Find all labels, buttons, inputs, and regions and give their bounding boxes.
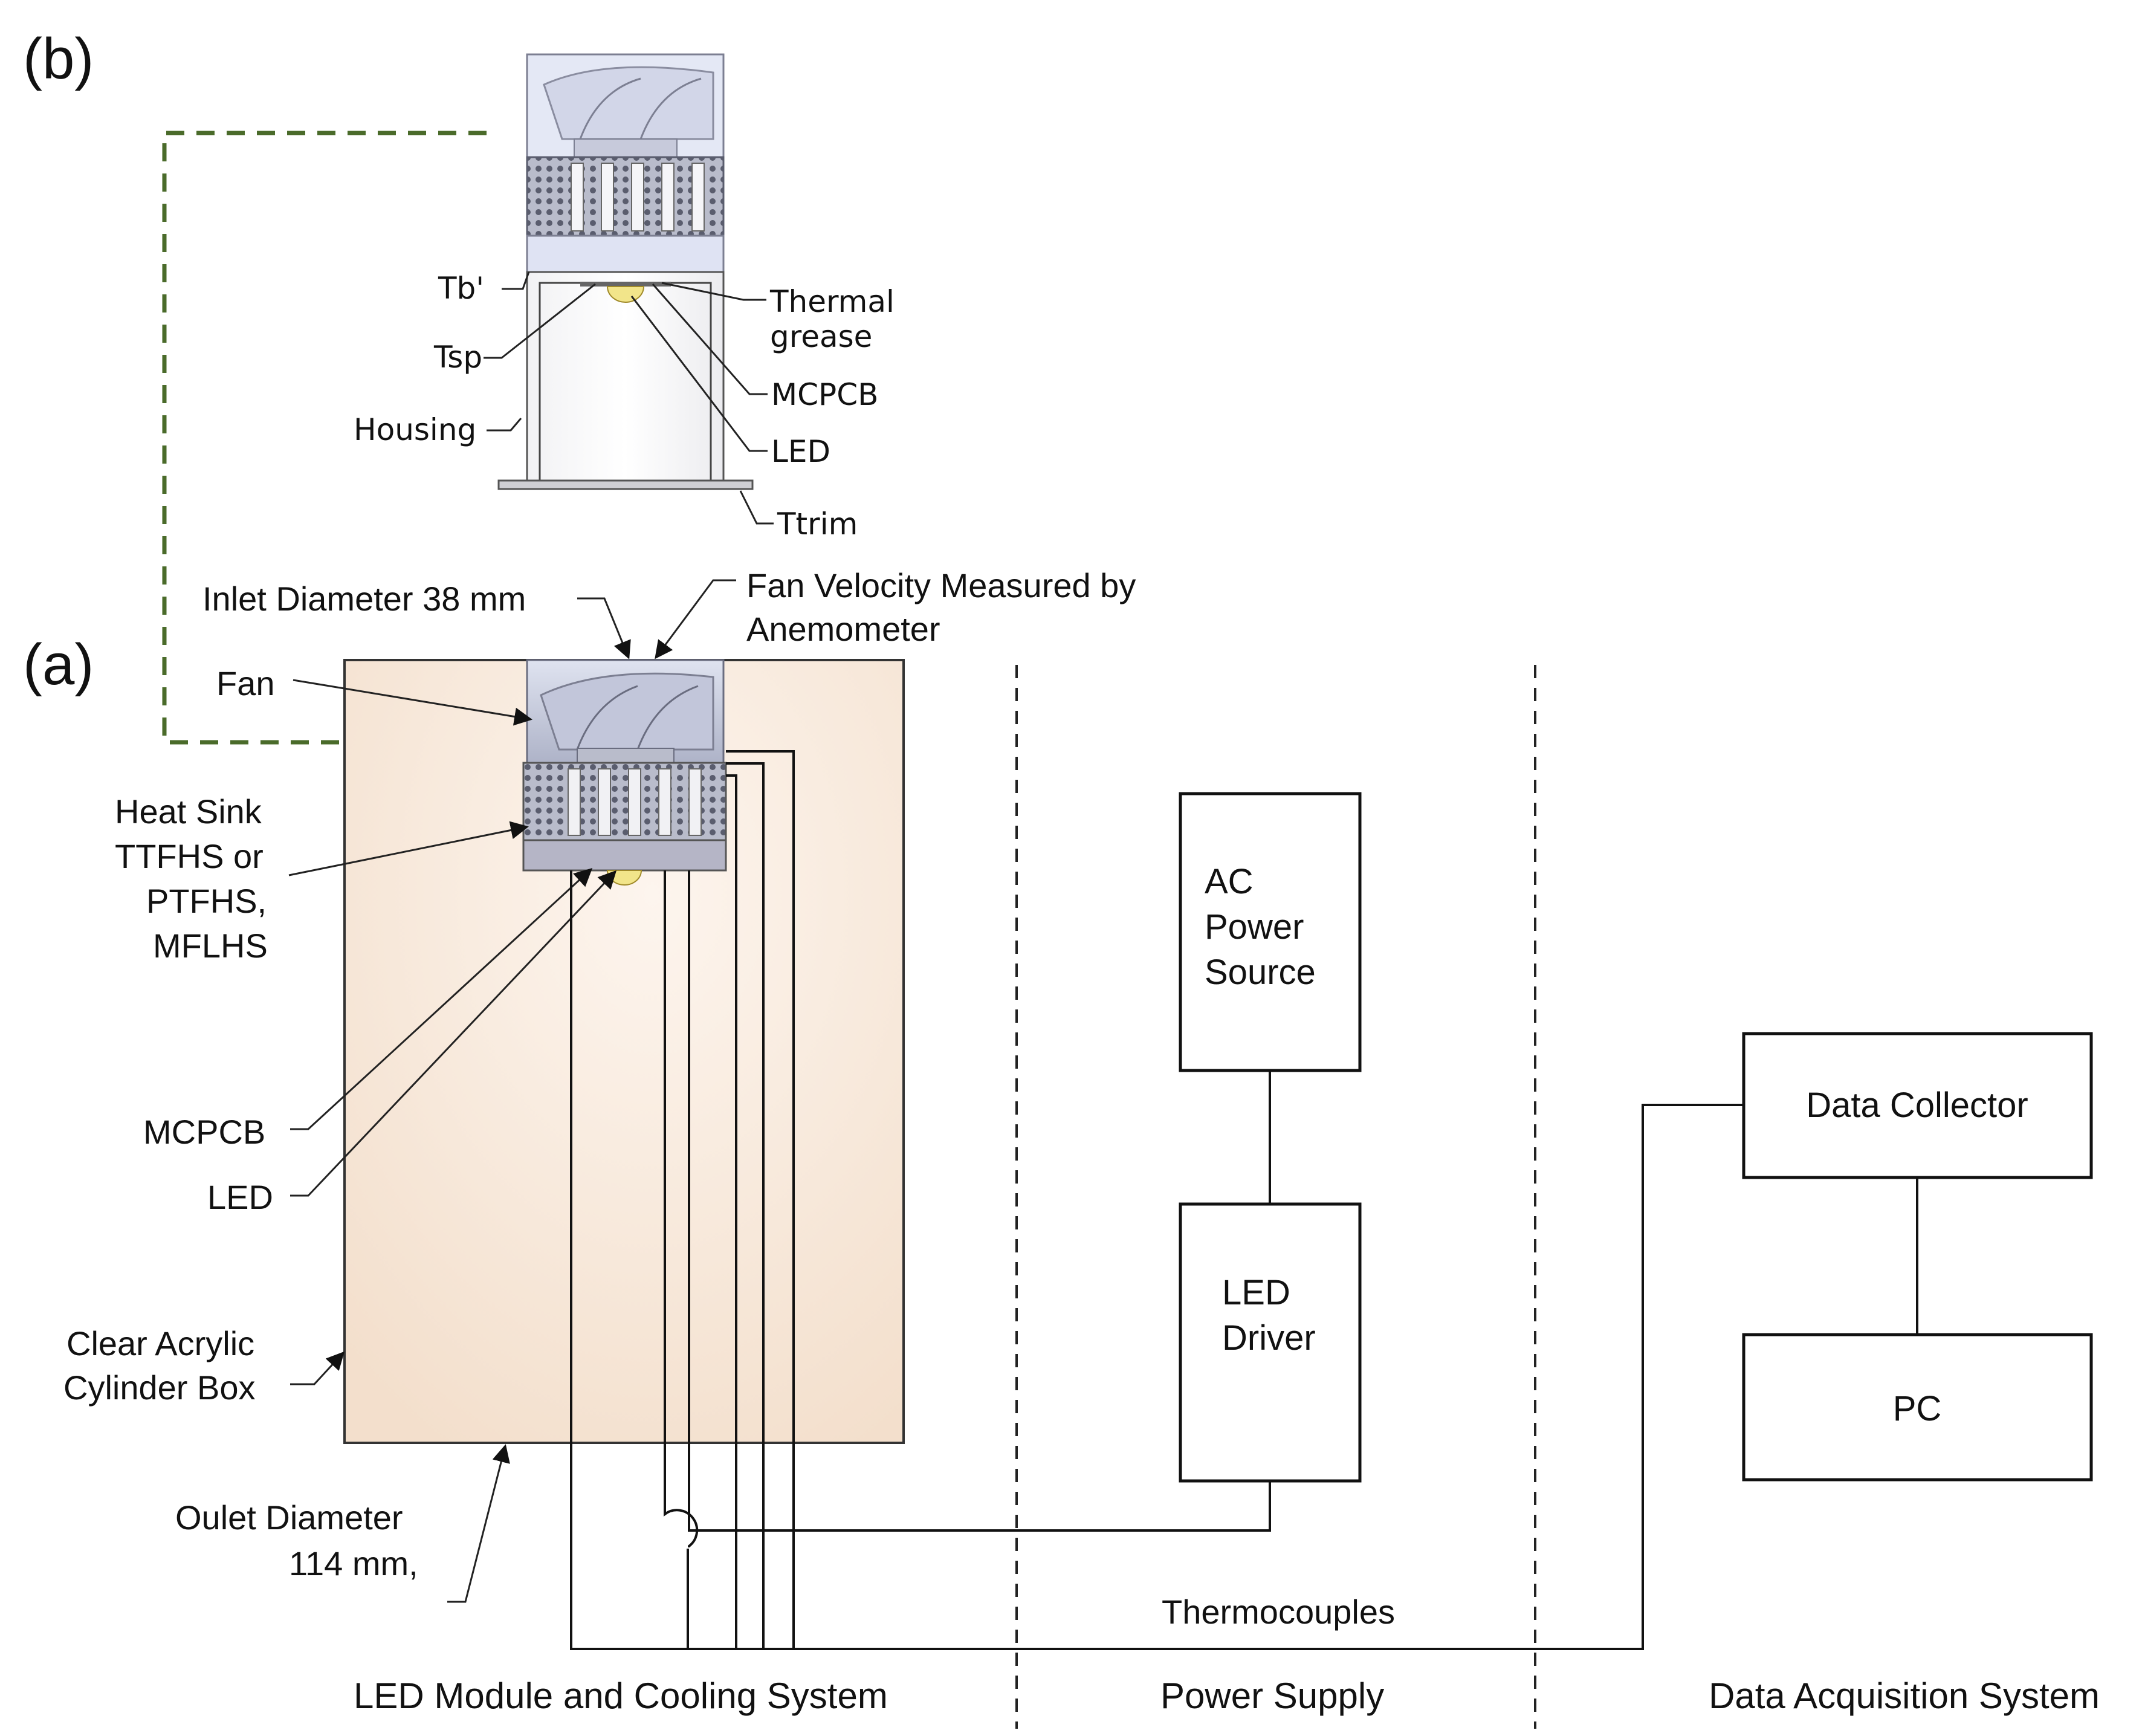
housing-body bbox=[526, 271, 725, 482]
driver-return-wire bbox=[664, 870, 699, 1547]
heat-sink-fin bbox=[598, 768, 611, 836]
label-led-detail: LED bbox=[771, 434, 830, 469]
label-outlet-2: 114 mm, bbox=[289, 1544, 418, 1582]
leader-fan bbox=[293, 679, 532, 726]
pc-box bbox=[1742, 1333, 2093, 1482]
leader-mcpcb-detail bbox=[652, 283, 768, 395]
label-housing: Housing bbox=[354, 412, 476, 447]
fan-blade bbox=[579, 77, 641, 140]
fan-blade bbox=[543, 66, 714, 140]
ac-power-source-line-2: Power bbox=[1205, 907, 1304, 947]
label-tb: Tb' bbox=[438, 271, 484, 306]
leader-cylinder bbox=[290, 1351, 345, 1385]
panel-label-a: (a) bbox=[23, 632, 94, 697]
fan-blade bbox=[636, 685, 699, 750]
leader-outlet bbox=[447, 1444, 510, 1603]
leader-thermal-grease bbox=[661, 282, 766, 301]
leader-inlet bbox=[577, 597, 631, 659]
leader-tsp bbox=[484, 283, 596, 359]
label-fan-velocity-2: Anemometer bbox=[746, 610, 940, 648]
pc-label: PC bbox=[1893, 1389, 1942, 1428]
leader-led bbox=[290, 870, 617, 1197]
fan-hub bbox=[577, 748, 675, 765]
section-label-led-module: LED Module and Cooling System bbox=[354, 1676, 888, 1716]
label-thermal-grease-1: Thermal bbox=[769, 284, 895, 319]
leader-mcpcb bbox=[290, 867, 593, 1130]
label-thermal-grease-2: grease bbox=[770, 319, 872, 354]
leader-fan-velocity bbox=[655, 579, 736, 659]
data-collector-label: Data Collector bbox=[1806, 1086, 2028, 1125]
label-outlet-1: Oulet Diameter bbox=[175, 1498, 403, 1537]
section-label-daq: Data Acquisition System bbox=[1709, 1676, 2100, 1716]
label-ttrim: Ttrim bbox=[777, 507, 858, 542]
section-label-power-supply: Power Supply bbox=[1160, 1676, 1384, 1716]
label-cylinder-2: Cylinder Box bbox=[63, 1368, 255, 1407]
thermocouple-wire-3 bbox=[726, 762, 765, 1649]
led-driver-box bbox=[1179, 1202, 1362, 1483]
heat-sink-fin bbox=[628, 768, 641, 836]
trim-ring bbox=[497, 479, 754, 490]
heat-sink-fin bbox=[691, 163, 705, 232]
label-mcpcb-detail: MCPCB bbox=[771, 377, 878, 412]
heat-sink-fin bbox=[661, 163, 675, 232]
ac-power-source-box bbox=[1179, 792, 1362, 1072]
led-chip bbox=[606, 286, 645, 303]
led-driver-line-2: Driver bbox=[1222, 1318, 1316, 1358]
ac-power-source-line-3: Source bbox=[1205, 953, 1316, 992]
label-heat-sink-4: MFLHS bbox=[153, 927, 268, 965]
fan-blade bbox=[639, 77, 702, 140]
fan-hub bbox=[574, 138, 678, 158]
heat-sink-fin bbox=[631, 163, 644, 232]
label-heat-sink-1: Heat Sink bbox=[115, 792, 262, 831]
heat-sink-fin bbox=[658, 768, 671, 836]
led-module-detail bbox=[497, 53, 754, 490]
heat-sink-fin bbox=[688, 768, 702, 836]
heat-sink-fin bbox=[601, 163, 614, 232]
thermocouple-wire-1 bbox=[570, 870, 1744, 1650]
leader-housing bbox=[487, 418, 522, 432]
label-led: LED bbox=[207, 1178, 273, 1216]
leader-ttrim bbox=[739, 490, 774, 525]
data-collector-box bbox=[1742, 1032, 2093, 1179]
heat-sink-fin bbox=[571, 163, 584, 232]
ac-power-source-line-1: AC bbox=[1205, 862, 1254, 901]
thermocouple-wire-5 bbox=[726, 774, 737, 1649]
leader-tb bbox=[502, 271, 530, 290]
heat-sink-base bbox=[526, 235, 725, 273]
mcpcb-plate bbox=[580, 282, 671, 287]
label-tsp: Tsp bbox=[433, 340, 482, 375]
detail-link-arrow bbox=[162, 131, 487, 755]
heat-sink-base bbox=[522, 839, 727, 872]
fan-blade bbox=[540, 672, 714, 751]
led-driver-line-1: LED bbox=[1222, 1273, 1290, 1312]
label-inlet: Inlet Diameter 38 mm bbox=[202, 580, 526, 618]
label-thermocouples: Thermocouples bbox=[1162, 1593, 1395, 1631]
label-fan-velocity-1: Fan Velocity Measured by bbox=[746, 566, 1136, 604]
label-heat-sink-2: TTFHS or bbox=[115, 837, 264, 875]
panel-label-b: (b) bbox=[23, 27, 94, 91]
label-heat-sink-3: PTFHS, bbox=[146, 882, 267, 920]
heat-sink-fin bbox=[568, 768, 581, 836]
driver-to-led-wire bbox=[688, 870, 1271, 1532]
fan-blade bbox=[576, 685, 638, 750]
leader-heat-sink bbox=[288, 821, 529, 876]
label-mcpcb: MCPCB bbox=[143, 1113, 265, 1151]
leader-led-detail bbox=[630, 296, 768, 452]
label-cylinder-1: Clear Acrylic bbox=[66, 1324, 254, 1362]
thermocouple-wire-4 bbox=[726, 750, 795, 1649]
label-fan: Fan bbox=[216, 664, 275, 702]
